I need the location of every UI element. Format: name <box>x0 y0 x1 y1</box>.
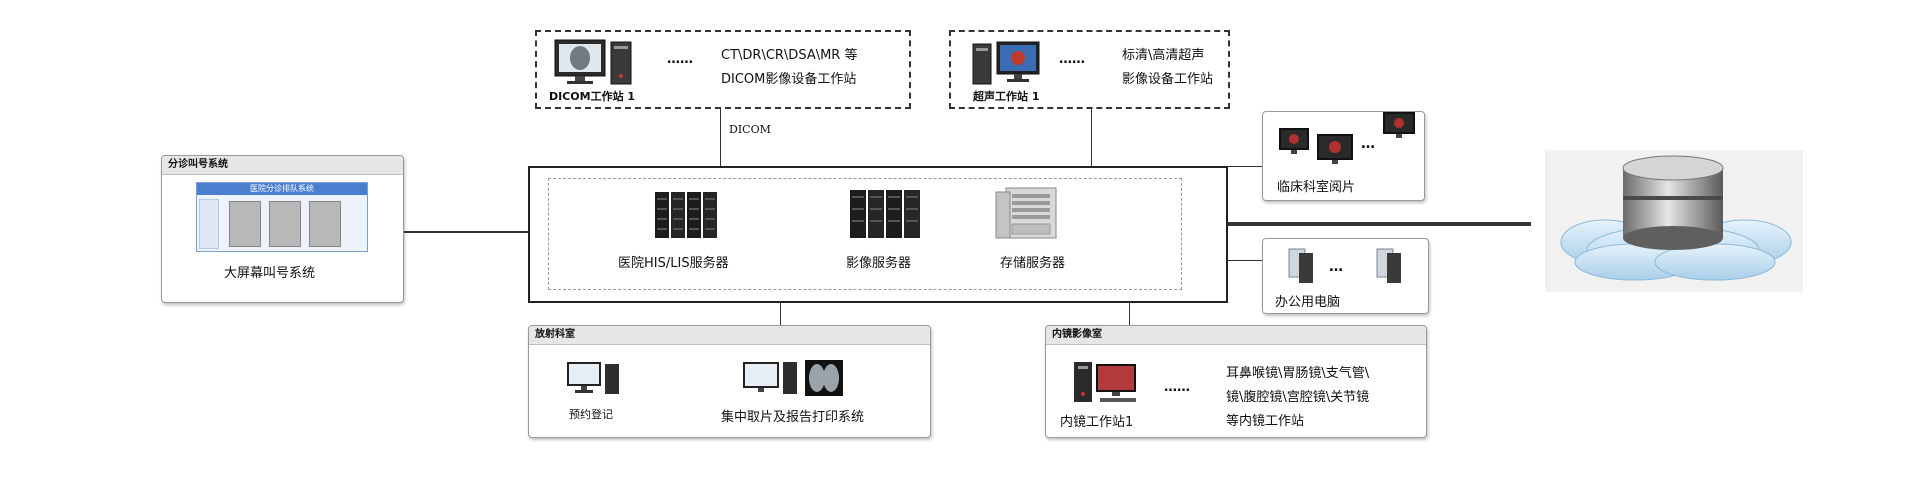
queue-screen-column-2 <box>269 201 301 247</box>
server-group <box>548 178 1182 290</box>
dicom-station-label: DICOM工作站 1 <box>549 90 636 103</box>
dicom-devices-box: DICOM工作站 1 …… CT\DR\CR\DSA\MR 等 DICOM影像设… <box>535 30 911 109</box>
film-report-print-label: 集中取片及报告打印系统 <box>721 410 865 425</box>
connector-top-dicom <box>720 109 721 166</box>
svg-text:…: … <box>1329 259 1343 275</box>
queue-screen-thumbnail: 医院分诊排队系统 <box>196 182 368 252</box>
computer-monitor-icon: … <box>1288 248 1401 283</box>
dicom-description-line2: DICOM影像设备工作站 <box>721 72 857 87</box>
computer-monitor-icon <box>554 39 632 85</box>
connector-bottom-radiology <box>780 303 781 325</box>
storage-server-icon <box>995 187 1057 239</box>
image-server-label: 影像服务器 <box>846 256 912 271</box>
endoscopy-panel: 内镜影像室 内镜工作站1 …… 耳鼻喉镜\胃肠镜\支气管\ 镜\腹腔镜\宫腔镜\… <box>1045 325 1427 438</box>
connector-bottom-endoscopy <box>1129 303 1130 325</box>
triage-caption: 大屏幕叫号系统 <box>224 266 316 281</box>
queue-screen-column-1 <box>229 201 261 247</box>
ultrasound-description-line1: 标清\高清超声 <box>1122 48 1205 63</box>
connector-right-db <box>1228 222 1531 226</box>
central-server-box: 医院HIS/LIS服务器 影像服务器 存储服务器 <box>528 166 1228 303</box>
appointment-registration-label: 预约登记 <box>569 408 613 421</box>
his-lis-server-label: 医院HIS/LIS服务器 <box>618 256 729 271</box>
endoscopy-station-label: 内镜工作站1 <box>1060 415 1134 430</box>
endoscopy-description-line1: 耳鼻喉镜\胃肠镜\支气管\ <box>1226 366 1370 381</box>
connector-top-ultrasound <box>1091 109 1092 166</box>
ultrasound-station-label: 超声工作站 1 <box>973 90 1040 103</box>
office-pc-label: 办公用电脑 <box>1275 295 1341 310</box>
server-rack-icon <box>655 192 717 238</box>
radiology-panel-title: 放射科室 <box>529 326 930 345</box>
clinical-reading-label: 临床科室阅片 <box>1277 180 1356 195</box>
queue-screen-title: 医院分诊排队系统 <box>197 183 367 195</box>
dicom-description-line1: CT\DR\CR\DSA\MR 等 <box>721 48 858 63</box>
computer-monitor-icon <box>972 41 1040 85</box>
office-pc-panel: … 办公用电脑 <box>1262 238 1429 314</box>
endoscopy-ellipsis: …… <box>1164 380 1190 395</box>
computer-monitor-icon <box>743 360 843 396</box>
queue-screen-column-3 <box>309 201 341 247</box>
server-rack-icon <box>850 190 920 238</box>
endoscopy-panel-title: 内镜影像室 <box>1046 326 1426 345</box>
storage-server-label: 存储服务器 <box>1000 256 1066 271</box>
ultrasound-devices-box: 超声工作站 1 …… 标清\高清超声 影像设备工作站 <box>949 30 1230 109</box>
endoscopy-description-line3: 等内镜工作站 <box>1226 414 1305 429</box>
ultrasound-ellipsis: …… <box>1059 52 1085 67</box>
connector-left <box>404 231 528 233</box>
dicom-connection-label: DICOM <box>729 123 771 136</box>
endoscopy-description-line2: 镜\腹腔镜\宫腔镜\关节镜 <box>1226 390 1370 405</box>
computer-monitor-icon: … <box>1279 112 1415 164</box>
connector-office <box>1228 260 1262 261</box>
triage-calling-panel: 分诊叫号系统 医院分诊排队系统 大屏幕叫号系统 <box>161 155 404 303</box>
queue-screen-sidebar <box>199 199 219 249</box>
database-cloud-icon <box>1560 155 1792 281</box>
dicom-ellipsis: …… <box>667 52 693 67</box>
radiology-panel: 放射科室 预约登记 集中取片及报告打印系统 <box>528 325 931 438</box>
svg-text:…: … <box>1361 136 1375 152</box>
connector-clinical <box>1228 166 1262 167</box>
computer-monitor-icon <box>567 362 619 394</box>
computer-monitor-icon <box>1074 362 1136 402</box>
clinical-reading-panel: … 临床科室阅片 <box>1262 111 1425 201</box>
ultrasound-description-line2: 影像设备工作站 <box>1122 72 1214 87</box>
triage-panel-title: 分诊叫号系统 <box>162 156 403 175</box>
database-cloud <box>1545 150 1803 292</box>
